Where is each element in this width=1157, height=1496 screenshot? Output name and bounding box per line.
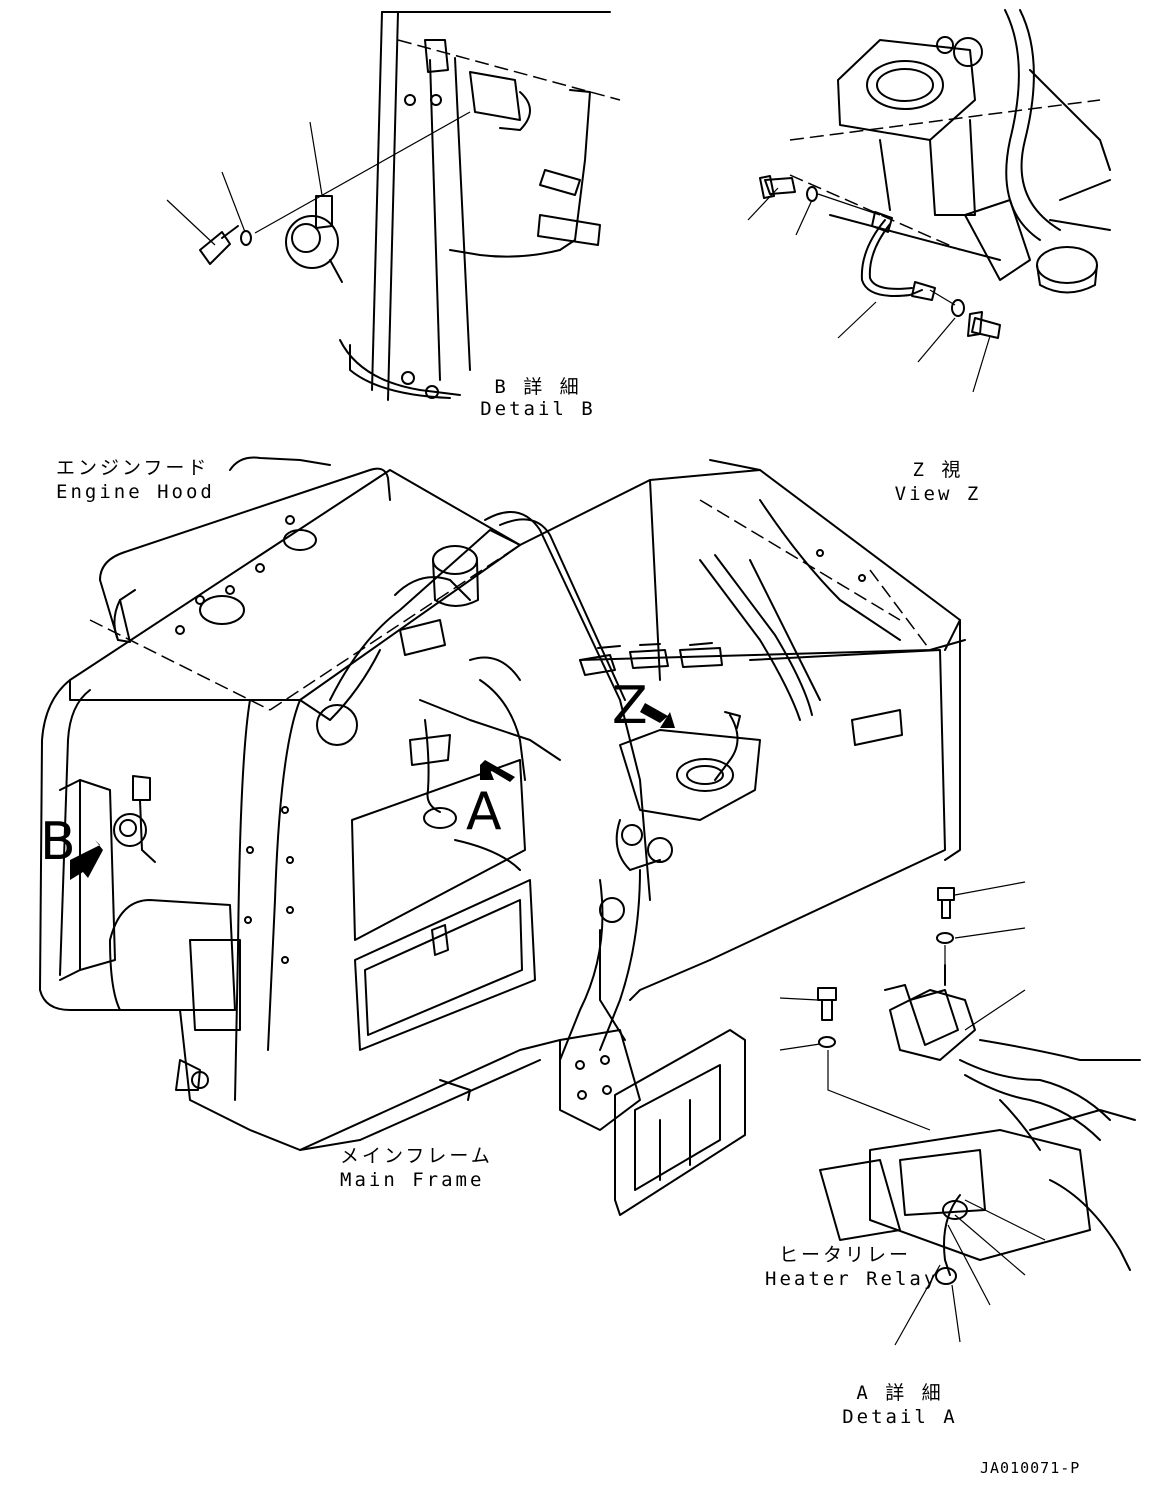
detail-a-drawing <box>779 881 1141 1346</box>
main-frame-label-jp: メインフレーム <box>340 1145 493 1167</box>
detail-a-label-jp: A 詳 細 <box>856 1382 944 1404</box>
detail-b-drawing <box>166 11 621 401</box>
heater-relay-label-jp: ヒータリレー <box>778 1244 911 1266</box>
view-z-label-en: View Z <box>894 483 982 505</box>
drawing-code: JA010071-P <box>980 1459 1081 1477</box>
main-frame-label-en: Main Frame <box>340 1169 485 1191</box>
view-z-label-jp: Z 視 <box>912 459 964 481</box>
view-z-drawing <box>747 9 1111 393</box>
heater-relay-label-en: Heater Relay <box>765 1268 939 1290</box>
detail-b-label-jp: B 詳 細 <box>494 376 582 398</box>
main-body-drawing <box>39 456 966 1216</box>
detail-a-label-en: Detail A <box>842 1406 958 1428</box>
engine-hood-label-en: Engine Hood <box>56 481 215 503</box>
view-marker-z: Z <box>612 676 648 736</box>
view-marker-a: A <box>466 782 502 842</box>
detail-b-label-en: Detail B <box>480 398 596 420</box>
engine-hood-label-jp: エンジンフード <box>56 457 210 479</box>
view-marker-b: B <box>40 812 76 872</box>
